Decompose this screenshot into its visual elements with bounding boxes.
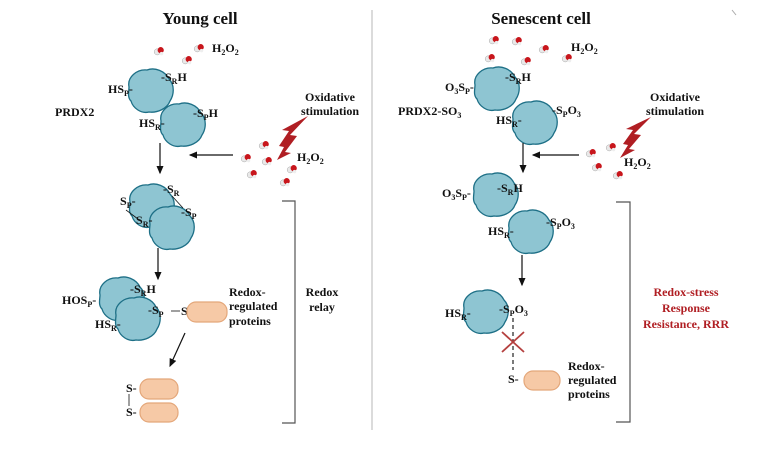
site-label: HSR-	[445, 306, 471, 322]
site-label: O3SP-	[442, 186, 471, 202]
h2o2-molecule-icon	[605, 142, 617, 152]
site-label: HSR-	[139, 116, 165, 132]
stray-mark	[731, 9, 737, 16]
site-label: -SR	[163, 182, 180, 198]
h2o2-molecule-icon	[561, 53, 573, 63]
young-cell-title: Young cell	[162, 9, 237, 28]
lightning-bolt-icon	[277, 116, 308, 160]
h2o2-molecule-icon	[153, 46, 165, 56]
lightning-bolt-icon	[620, 117, 651, 158]
h2o2-label-stim: H2O2	[624, 155, 651, 171]
h2o2-molecule-icon	[538, 44, 550, 54]
target-label: proteins	[229, 314, 271, 328]
site-label: -SP	[181, 205, 197, 221]
h2o2-molecule-icon	[246, 169, 258, 179]
site-label: -SPO3	[552, 103, 581, 119]
target-label: regulated	[568, 373, 617, 387]
site-label: S-	[126, 405, 137, 419]
site-label: SR-	[136, 213, 152, 229]
h2o2-molecule-icon	[612, 170, 624, 180]
h2o2-molecule-icon	[591, 162, 603, 172]
site-label: -SRH	[161, 70, 187, 86]
site-label: S-	[508, 372, 519, 386]
young-protein-label: PRDX2	[55, 105, 94, 119]
oxidized-redox-protein	[139, 378, 179, 400]
site-label: -SPO3	[499, 302, 528, 318]
disulfide-bond	[125, 209, 139, 220]
h2o2-label-top: H2O2	[571, 40, 598, 56]
target-label: Redox-	[568, 359, 605, 373]
h2o2-molecules-top	[153, 43, 205, 65]
h2o2-molecule-icon	[181, 55, 193, 65]
redox-regulated-protein	[523, 370, 561, 391]
site-label: -SPH	[193, 106, 219, 122]
target-label: Redox-	[229, 285, 266, 299]
h2o2-label-stim: H2O2	[297, 150, 324, 166]
rrr-bracket	[616, 201, 631, 423]
senescent-protein-label: PRDX2-SO3	[398, 104, 461, 120]
stimulus-label: Oxidative	[650, 90, 701, 104]
site-label: -SPO3	[546, 215, 575, 231]
h2o2-molecule-icon	[258, 140, 270, 150]
arrow-diagonal	[169, 332, 186, 368]
h2o2-molecule-icon	[484, 53, 496, 63]
bracket-label: relay	[309, 300, 335, 314]
h2o2-molecules-stim	[585, 142, 624, 180]
h2o2-molecule-icon	[279, 177, 291, 187]
h2o2-molecule-icon	[520, 56, 532, 66]
h2o2-label-top: H2O2	[212, 41, 239, 57]
site-label: S-	[181, 304, 192, 318]
h2o2-molecule-icon	[585, 148, 597, 158]
rrr-label: Redox-stress	[653, 285, 718, 299]
bracket-label: Redox	[306, 285, 339, 299]
site-label: O3SP-	[445, 80, 474, 96]
young-cell-panel: Young cell H2O2 HSP- -SRH HSR- -SPH PRDX…	[55, 9, 359, 424]
stimulus-label: stimulation	[646, 104, 704, 118]
h2o2-molecules-stim	[240, 140, 298, 187]
site-label: HSR-	[95, 317, 121, 333]
site-label: HSP-	[108, 82, 133, 98]
target-label: proteins	[568, 387, 610, 401]
target-label: regulated	[229, 299, 278, 313]
h2o2-molecule-icon	[261, 156, 273, 166]
h2o2-molecule-icon	[511, 36, 523, 46]
h2o2-molecules-top	[484, 35, 573, 66]
senescent-cell-panel: Senescent cell H2O2 O3SP- -SRH HSR- -SPO…	[398, 9, 729, 423]
stimulus-label: stimulation	[301, 104, 359, 118]
rrr-label: Resistance, RRR	[643, 317, 729, 331]
oxidized-redox-protein	[139, 402, 179, 423]
disulfide-bond	[171, 195, 184, 209]
redox-relay-bracket	[282, 200, 296, 424]
h2o2-molecule-icon	[240, 153, 252, 163]
block-x-icon	[501, 331, 525, 353]
site-label: HSR-	[496, 113, 522, 129]
rrr-label: Response	[662, 301, 711, 315]
stimulus-label: Oxidative	[305, 90, 356, 104]
senescent-cell-title: Senescent cell	[491, 9, 591, 28]
redox-regulated-protein	[186, 301, 228, 323]
h2o2-molecule-icon	[286, 164, 298, 174]
site-label: -SRH	[505, 70, 531, 86]
site-label: HSR-	[488, 224, 514, 240]
h2o2-molecule-icon	[488, 35, 500, 45]
site-label: -SP	[148, 303, 164, 319]
site-label: S-	[126, 381, 137, 395]
site-label: SP-	[120, 194, 136, 210]
site-label: -SRH	[130, 282, 156, 298]
site-label: HOSP-	[62, 293, 96, 309]
site-label: -SRH	[497, 181, 523, 197]
h2o2-molecule-icon	[193, 43, 205, 53]
